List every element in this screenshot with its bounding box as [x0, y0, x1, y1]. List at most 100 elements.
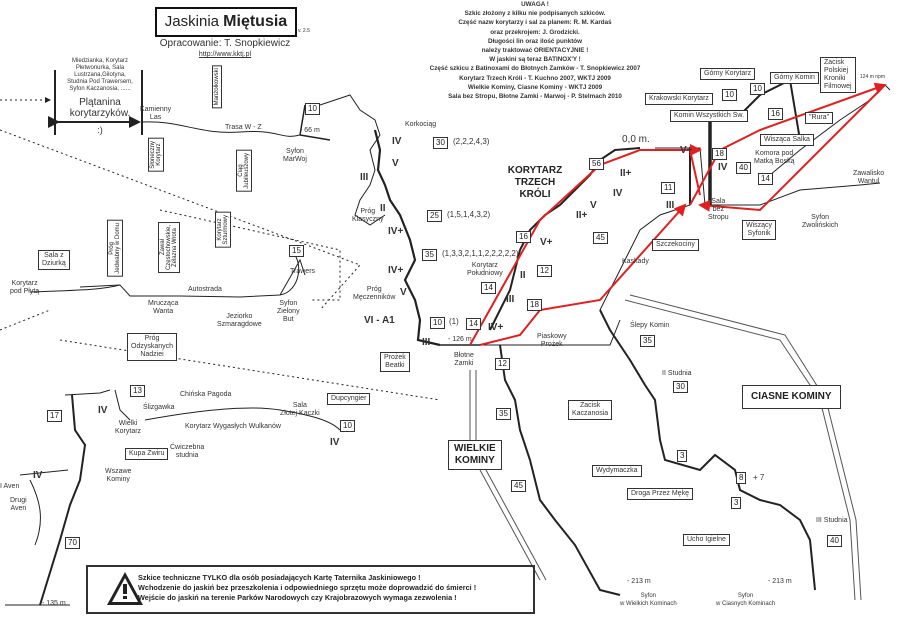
label: II Studnia [662, 370, 692, 377]
website-link[interactable]: http://www.kktj.pl [198, 51, 252, 58]
label: - 126 m [448, 336, 472, 343]
map-title: Jaskinia Miętusia [155, 7, 297, 37]
rope-sequence: (1,3,3,2,1,1,2,2,2,2,2) [442, 249, 519, 258]
difficulty-grade: III [360, 172, 369, 183]
difficulty-grade: IV+ [388, 265, 404, 276]
rope-length: 14 [466, 318, 481, 330]
rope-length: 3 [677, 450, 688, 462]
label: Chińska Pagoda [180, 391, 232, 398]
rope-length: 10 [750, 83, 765, 95]
label: Trasa W - Z [225, 124, 262, 131]
box-label: Dupcyngier [327, 393, 371, 405]
label: Mrucząca Wanta [148, 300, 179, 315]
label: Komora pod Matką Boską [754, 150, 795, 165]
difficulty-grade: III [422, 337, 431, 348]
rope-length: 30 [673, 381, 688, 393]
box-label: Sala z Dziurką [38, 250, 70, 270]
label: Ślepy Komin [630, 322, 670, 329]
difficulty-grade: II [520, 270, 526, 281]
rope-sequence: + 7 [753, 473, 765, 482]
rope-length: 10 [722, 89, 737, 101]
label: - 66 m [300, 127, 320, 134]
label: Próg Klasyczny [352, 208, 384, 223]
rope-length: 45 [511, 480, 526, 492]
difficulty-grade: IV [613, 188, 623, 199]
title-name: Miętusia [223, 13, 288, 30]
label: Piaskowy Prożek [537, 333, 567, 348]
difficulty-grade: II+ [620, 168, 632, 179]
difficulty-grade: III [506, 294, 515, 305]
warning-triangle-icon [107, 572, 143, 605]
rope-length: 35 [640, 335, 655, 347]
section-ciasne-kominy: CIASNE KOMINY [742, 385, 841, 409]
vertical-label: Ciąg Jubileuszowy [236, 150, 252, 192]
rope-sequence: (1,5,1,4,3,2) [447, 210, 491, 219]
box-label: Szczekociny [652, 239, 699, 251]
difficulty-grade: V [392, 158, 399, 169]
author: Opracowanie: T. Snopkiewicz [159, 38, 291, 49]
rope-length: 8 [736, 472, 747, 484]
difficulty-grade: IV [330, 437, 340, 448]
rope-length: 18 [712, 148, 727, 160]
label: Wszawe Kominy [105, 468, 132, 483]
rope-length: 40 [736, 162, 751, 174]
box-label: Prożek Beatki [380, 352, 410, 372]
label: Trawers [290, 268, 316, 275]
label: 0,0 m. [622, 134, 650, 145]
rope-length: 3 [731, 497, 742, 509]
label: - 213 m [627, 578, 651, 585]
difficulty-grade: V [400, 287, 407, 298]
rope-length: 10 [430, 317, 445, 329]
label: - 135 m [42, 600, 66, 607]
label: Wielki Korytarz [115, 420, 142, 435]
rope-length: 25 [427, 210, 442, 222]
difficulty-grade: VI - A1 [364, 315, 395, 326]
rope-sequence: (1) [449, 317, 459, 326]
rope-length: 17 [47, 410, 62, 422]
label: Sala bez Stropu [708, 198, 729, 221]
vertical-label: Próg Jedwabny w Domu [107, 220, 123, 277]
box-label: Droga Przez Mękę [627, 488, 693, 500]
rope-length: 10 [340, 420, 355, 432]
box-label: Górny Komin [770, 72, 819, 84]
box-label: Komin Wszystkich Św. [670, 110, 749, 122]
difficulty-grade: V+ [540, 237, 553, 248]
rope-length: 14 [758, 173, 773, 185]
label: Syfon w Wielkich Kominach [620, 593, 677, 607]
notice-text: UWAGA ! Szkic złożony z kilku nie podpis… [429, 1, 641, 101]
label: Korytarz Wygasłych Wulkanów [185, 423, 281, 430]
box-label: Krakowski Korytarz [645, 93, 713, 105]
label: Jeziorko Szmaragdowe [217, 313, 262, 328]
difficulty-grade: II+ [576, 210, 588, 221]
vertical-label: Słoneczny Korytarz [148, 138, 164, 172]
label: I Aven [0, 483, 20, 490]
rope-length: 12 [537, 265, 552, 277]
rope-length: 56 [589, 158, 604, 170]
difficulty-grade: IV [392, 136, 402, 147]
difficulty-grade: V+ [680, 145, 693, 156]
label: Syfon w Ciasnych Kominach [716, 593, 776, 607]
label: III Studnia [816, 517, 848, 524]
label: Ślizgawka [143, 404, 175, 411]
rope-length: 18 [527, 299, 542, 311]
box-label: Zacisk Kaczanosia [568, 400, 613, 420]
rope-sequence: (2,2,2,4,3) [453, 137, 490, 146]
label: Sala Złotej Kaczki [280, 402, 320, 417]
vertical-label: Korytarz Szturmowy [215, 212, 231, 248]
rope-length: 70 [65, 537, 80, 549]
rope-length: 16 [516, 231, 531, 243]
rope-length: 35 [496, 408, 511, 420]
box-label: Próg Odzyskanych Nadziei [127, 333, 178, 361]
box-label: Wiszący Syfonik [742, 220, 777, 240]
rope-length: 13 [130, 385, 145, 397]
version: v. 2.5 [298, 28, 310, 34]
difficulty-grade: IV [33, 470, 43, 481]
label: Kamienny Las [140, 106, 172, 121]
label: Próg Męczenników [353, 286, 396, 301]
label: Syfon MarWoj [283, 148, 307, 163]
difficulty-grade: IV [98, 405, 108, 416]
vertical-label: Zawał Częstochowskie, Żelazna Wrota [158, 222, 180, 274]
rope-length: 45 [593, 232, 608, 244]
label: Korytarz Południowy [467, 262, 503, 277]
